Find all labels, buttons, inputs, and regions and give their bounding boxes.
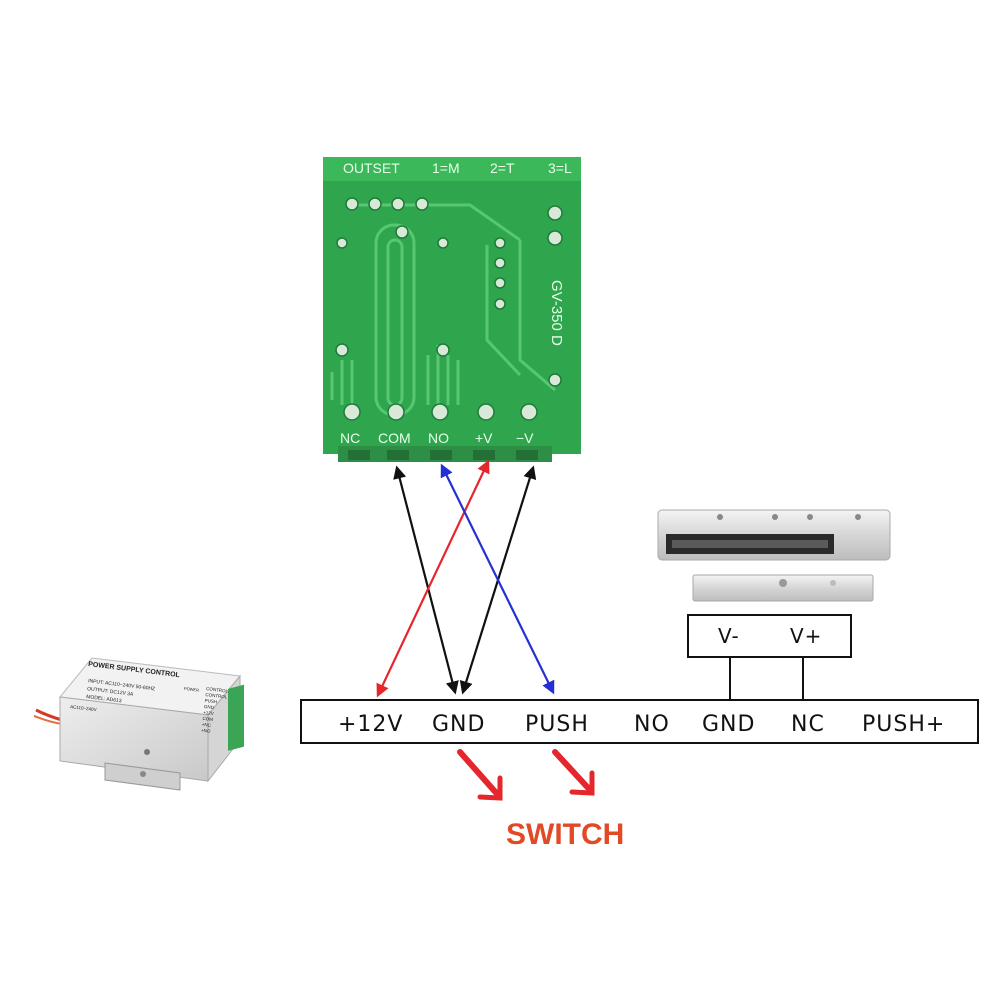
- switch-arrow-push: [552, 749, 593, 793]
- switch-arrowhead-push: [569, 770, 595, 796]
- wire-plus-v-to-12v: [376, 459, 490, 698]
- pcb-terminal-block: [338, 446, 552, 462]
- pcb-body: [323, 157, 581, 454]
- ps-side-label: PUSH: [204, 698, 217, 704]
- terminal-strip-box: [300, 699, 979, 744]
- pcb-header-outset: OUTSET: [343, 160, 400, 176]
- pin-label-minus-v: −V: [516, 430, 534, 446]
- pin-label-no: NO: [428, 430, 449, 446]
- wire-no-to-push: [440, 463, 555, 695]
- power-supply-unit: POWER SUPPLY CONTROL INPUT: AC110~240V 5…: [33, 657, 244, 791]
- pcb-header-l: 3=L: [548, 160, 572, 176]
- ps-line-output: OUTPUT: DC12V 3A: [87, 686, 134, 698]
- switch-arrow-gnd: [457, 749, 501, 798]
- terminal-label-gnd-2: GND: [702, 712, 755, 737]
- terminal-label-push-plus: PUSH+: [862, 712, 945, 737]
- pcb-header-m: 1=M: [432, 160, 460, 176]
- ps-power-label: POWER: [184, 686, 200, 693]
- maglock-pin-v-plus: V+: [790, 624, 822, 648]
- pin-label-plus-v: +V: [475, 430, 493, 446]
- ps-terminal-strip: [228, 684, 244, 751]
- terminal-label-push: PUSH: [525, 712, 589, 737]
- maglock-terminal-box: [687, 614, 852, 658]
- pcb-model-label: GV-350 D: [548, 280, 565, 346]
- wiring-arrows: [376, 459, 555, 698]
- armature-plate: [692, 574, 874, 602]
- pcb-pads: [335, 197, 563, 421]
- terminal-label-no: NO: [634, 712, 670, 737]
- terminal-label-12v: +12V: [338, 712, 403, 737]
- terminal-label-gnd: GND: [432, 712, 485, 737]
- ps-cable: [35, 708, 63, 722]
- switch-label: SWITCH: [506, 818, 624, 851]
- switch-arrows: [457, 749, 595, 801]
- pin-label-com: COM: [378, 430, 411, 446]
- ps-line-model: MODEL: AD613: [86, 694, 122, 704]
- ps-side-labels: CONTROL CONTROL PUSH GND +12V COM +NC +N…: [201, 686, 229, 734]
- ps-side-label: CONTROL: [205, 692, 228, 700]
- terminal-strip: +12V GND PUSH NO GND NC PUSH+: [300, 699, 979, 744]
- ps-side-label: CONTROL: [206, 686, 229, 694]
- pcb-header-strip: [323, 157, 581, 181]
- ps-input-tag: AC110~240V: [70, 704, 97, 712]
- ps-side-label: +12V: [203, 710, 214, 716]
- pin-label-nc: NC: [340, 430, 360, 446]
- relay-board: OUTSET 1=M 2=T 3=L: [323, 157, 581, 462]
- maglock-pin-v-minus: V-: [718, 624, 740, 648]
- ps-side-label: COM: [202, 716, 213, 722]
- wire-com-to-gnd: [393, 465, 459, 695]
- pcb-header-t: 2=T: [490, 160, 515, 176]
- ps-side-label: GND: [204, 704, 215, 710]
- switch-arrowhead-gnd: [477, 775, 503, 801]
- ps-side-label: +NC: [201, 722, 211, 728]
- magnetic-lock: V- V+: [657, 509, 891, 700]
- terminal-label-nc: NC: [791, 712, 825, 737]
- ps-side-label: +NO: [201, 728, 211, 734]
